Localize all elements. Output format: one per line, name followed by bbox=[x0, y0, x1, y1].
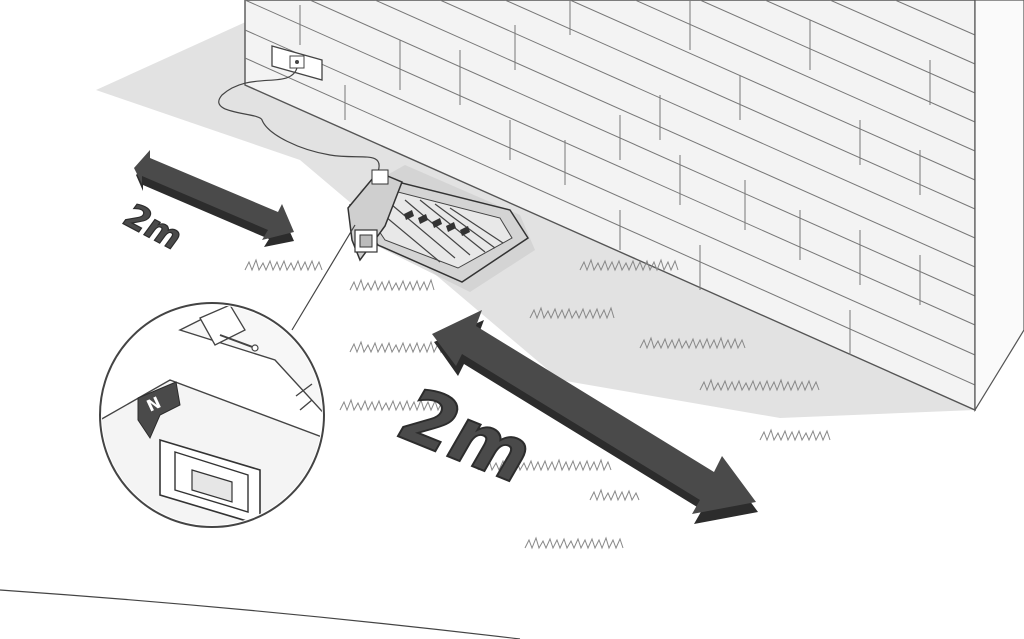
detail-leader-line bbox=[291, 224, 356, 331]
wall-side bbox=[974, 0, 1024, 413]
side-distance-arrow bbox=[134, 150, 294, 247]
lawn bbox=[244, 258, 831, 550]
detail-marker-arrow bbox=[137, 381, 181, 440]
charging-station bbox=[347, 165, 535, 292]
ground-shadow bbox=[96, 20, 975, 418]
magnified-detail: N bbox=[99, 302, 325, 528]
power-cable bbox=[218, 67, 380, 173]
side-distance-label: 2m bbox=[115, 197, 191, 257]
brick-wall bbox=[244, 0, 1024, 413]
front-distance-arrow bbox=[432, 310, 758, 524]
ground-edge-line bbox=[0, 589, 521, 639]
